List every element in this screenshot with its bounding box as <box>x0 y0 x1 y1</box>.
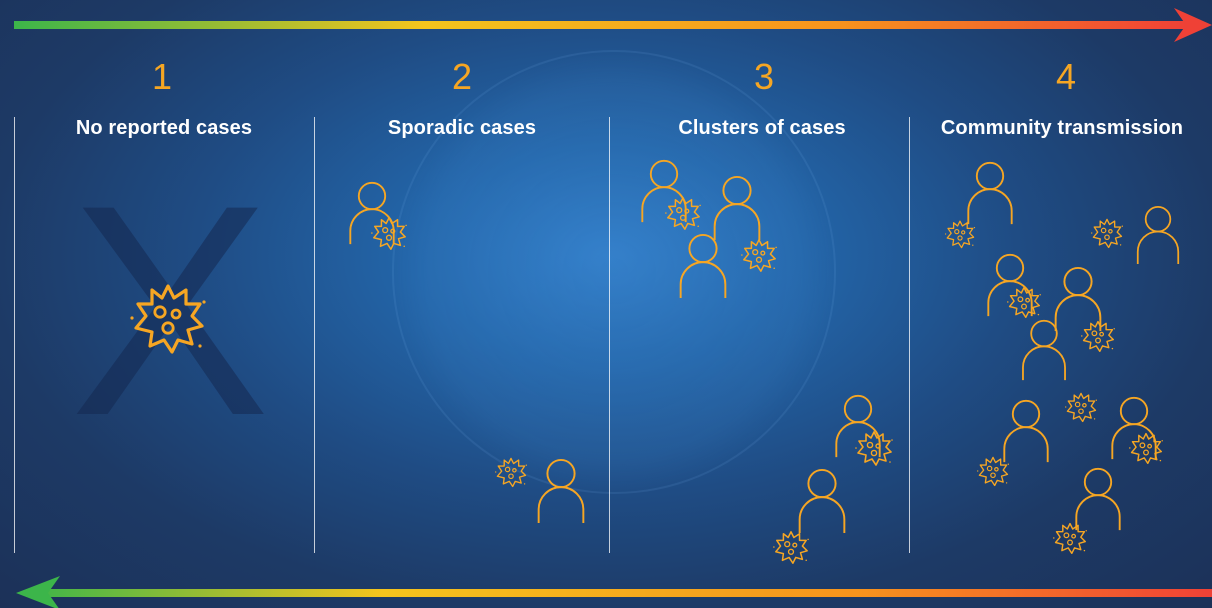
virus-icon <box>1128 432 1164 465</box>
stage-2-label: Sporadic cases <box>387 117 537 139</box>
divider-left-edge <box>14 117 15 553</box>
person-icon <box>679 233 727 300</box>
divider-3-4 <box>909 117 910 553</box>
person-icon <box>349 181 395 246</box>
x-mark-icon: X <box>70 142 271 478</box>
virus-icon <box>1080 320 1116 353</box>
person-icon <box>967 161 1013 226</box>
virus-icon <box>944 220 976 249</box>
person-icon <box>798 468 846 535</box>
virus-icon <box>370 217 408 250</box>
stage-1-number: 1 <box>151 56 173 97</box>
arrow-right-icon <box>14 8 1212 42</box>
stage-3-number: 3 <box>753 56 775 97</box>
virus-icon <box>854 431 894 466</box>
person-icon <box>537 458 585 525</box>
person-icon <box>1003 399 1049 464</box>
person-icon <box>713 175 761 242</box>
person-icon <box>1136 205 1180 265</box>
person-icon <box>1075 467 1121 532</box>
stage-4-number: 4 <box>1055 56 1077 97</box>
divider-1-2 <box>314 117 315 553</box>
person-icon <box>1022 319 1066 382</box>
virus-icon <box>772 531 810 564</box>
stage-3-label: Clusters of cases <box>678 117 846 139</box>
person-icon <box>1054 266 1102 333</box>
virus-icon <box>740 239 778 272</box>
virus-icon <box>1090 218 1124 249</box>
virus-icon <box>1006 286 1042 319</box>
virus-icon <box>494 457 528 488</box>
virus-icon <box>1064 392 1098 423</box>
stage-2-number: 2 <box>451 56 473 97</box>
stage-1-label: No reported cases <box>75 117 253 139</box>
stage-4-label: Community transmission <box>940 117 1184 139</box>
person-icon <box>835 394 881 459</box>
virus-icon <box>128 284 208 354</box>
background-glow <box>392 50 836 494</box>
virus-icon <box>664 197 702 230</box>
divider-2-3 <box>609 117 610 553</box>
arrow-left-icon <box>16 576 1212 608</box>
virus-icon <box>1052 522 1088 555</box>
